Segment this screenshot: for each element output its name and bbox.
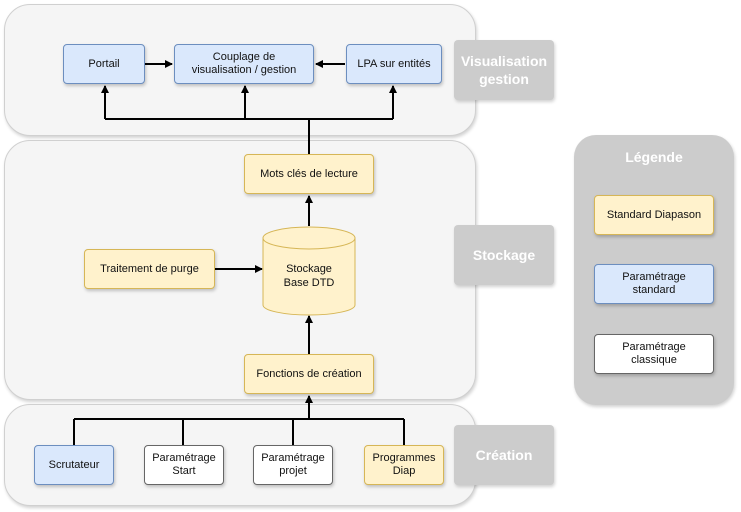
node-programmes: Programmes Diap [364,445,444,485]
legend-param-standard: Paramétrage standard [594,264,714,304]
stockage-cylinder [262,226,356,316]
section-tag-stockage: Stockage [454,225,554,285]
node-param-projet: Paramétrage projet [253,445,333,485]
node-portail: Portail [63,44,145,84]
legend-title: Légende [625,149,683,165]
node-stockage-db: Stockage Base DTD [283,263,335,289]
legend-standard-diapason: Standard Diapason [594,195,714,235]
node-fonctions: Fonctions de création [244,354,374,394]
legend-param-classique: Paramétrage classique [594,334,714,374]
node-param-start: Paramétrage Start [144,445,224,485]
section-tag-visualisation: Visualisation gestion [454,40,554,100]
node-mots-cles: Mots clés de lecture [244,154,374,194]
node-lpa: LPA sur entités [346,44,442,84]
node-purge: Traitement de purge [84,249,215,289]
node-couplage: Couplage de visualisation / gestion [174,44,314,84]
section-tag-creation: Création [454,425,554,485]
node-scrutateur: Scrutateur [34,445,114,485]
